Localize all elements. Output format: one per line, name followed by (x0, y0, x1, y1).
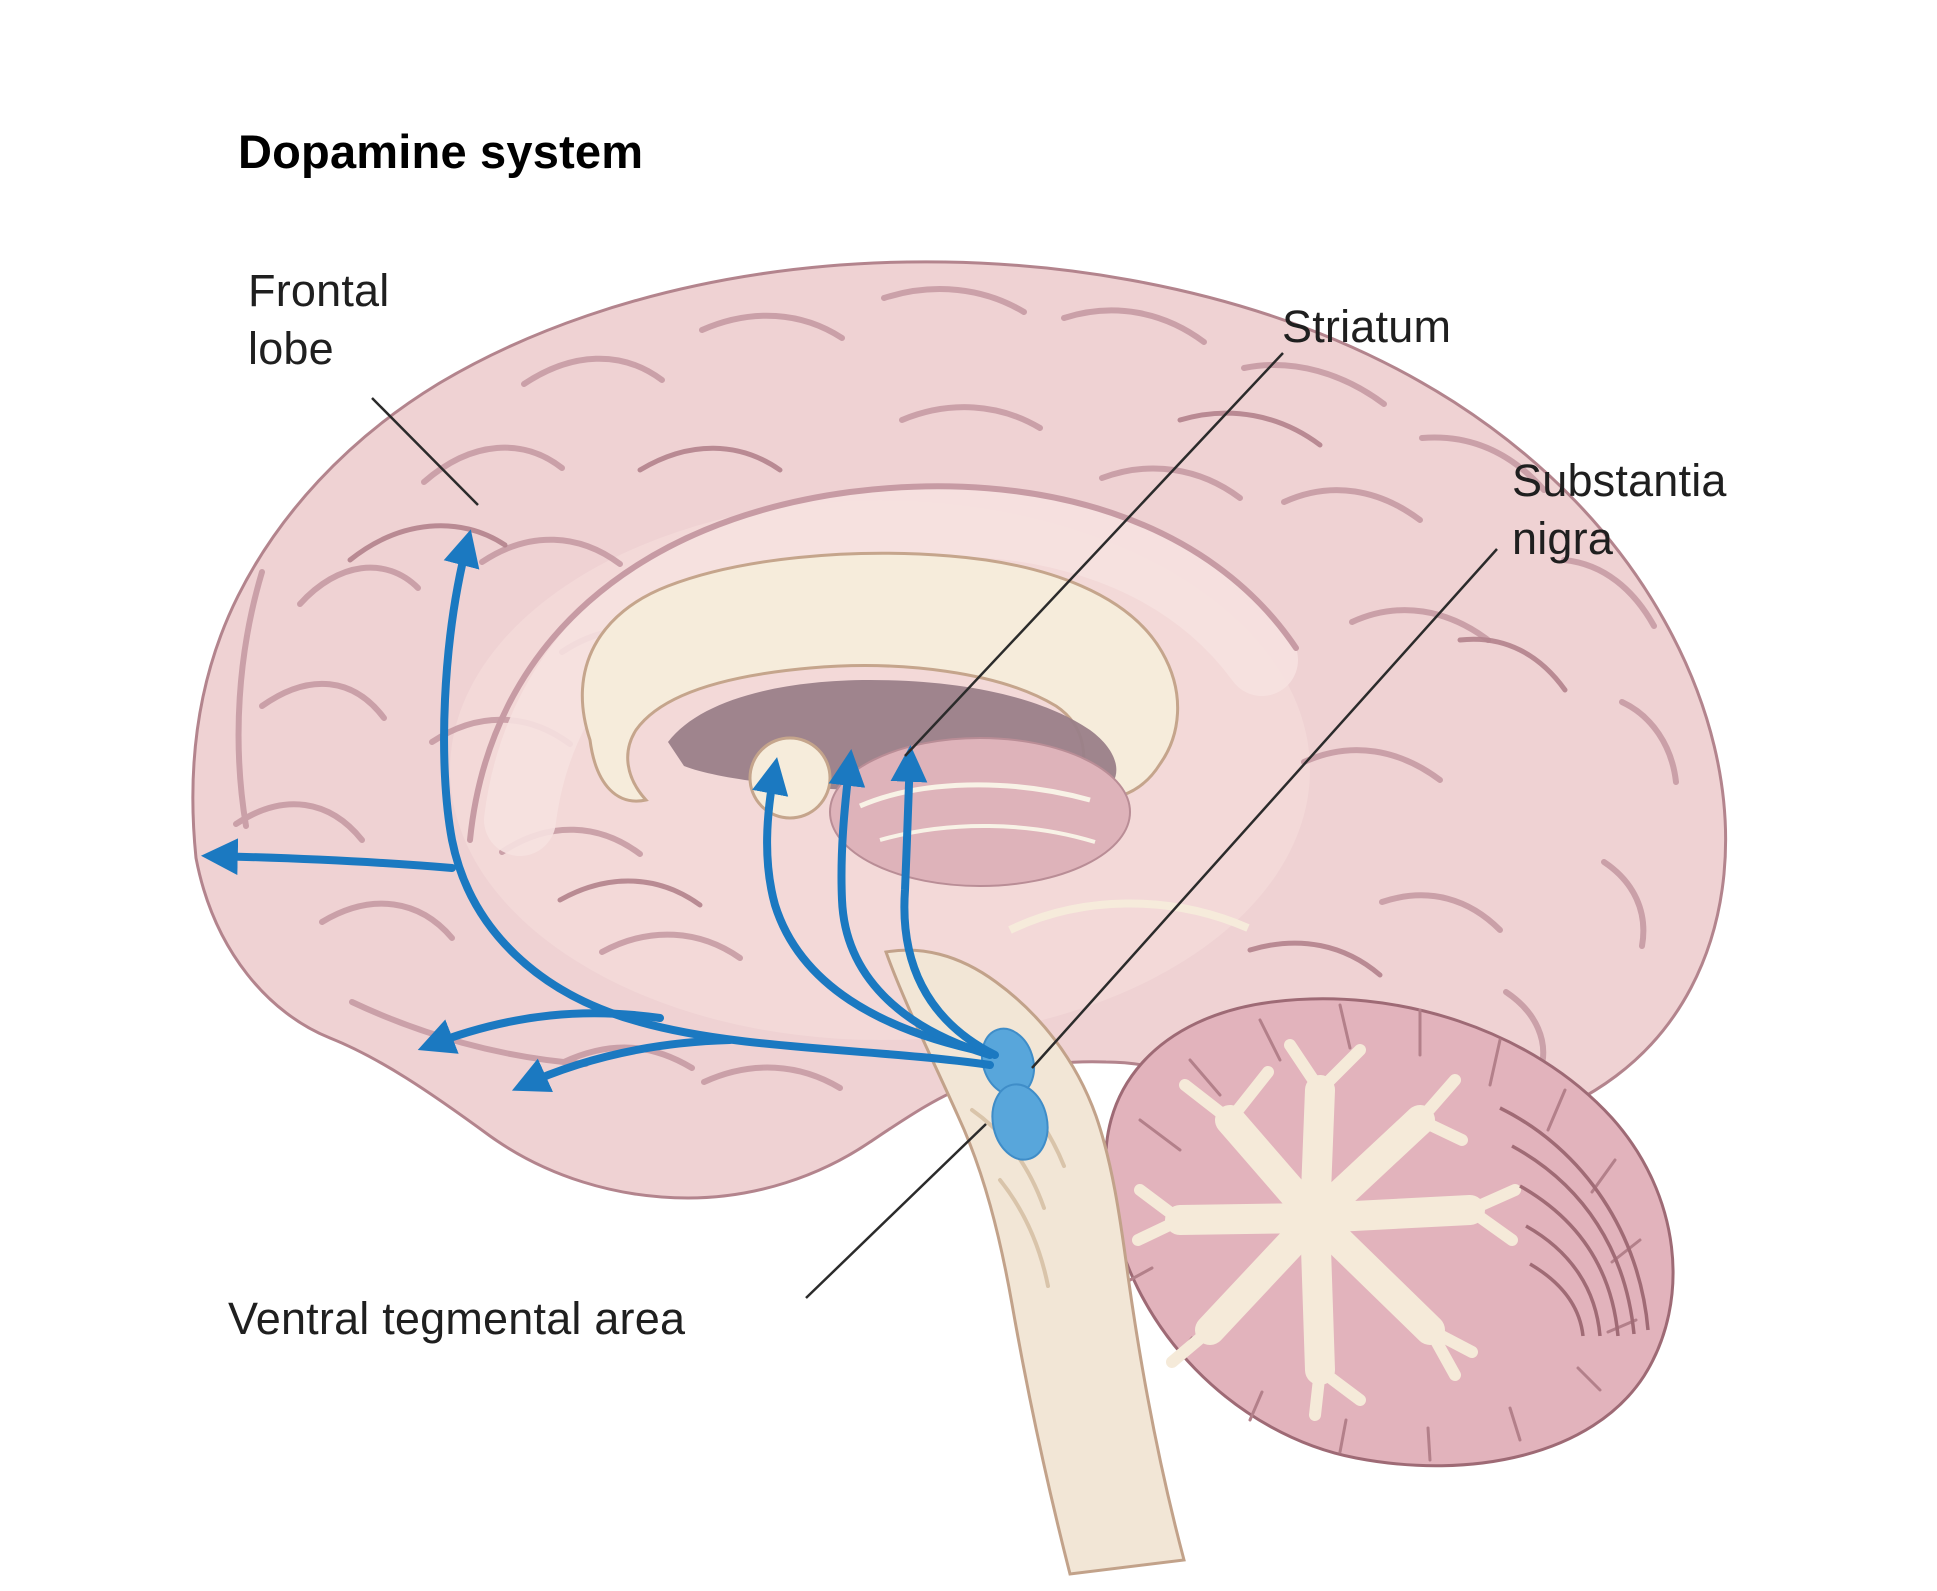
arbor-vitae (1132, 1039, 1521, 1421)
pathway-to-orbital-cortex-2 (511, 1036, 734, 1093)
ventral-tegmental-nucleus (991, 1083, 1049, 1161)
label-substantia-nigra: Substantia nigra (1512, 455, 1727, 564)
cerebellum (1104, 997, 1675, 1468)
vta-substantia-nigra-highlight (981, 1027, 1049, 1161)
substantia-nigra-leader-line (1031, 548, 1498, 1069)
striatum-leader-line (904, 352, 1284, 757)
frontal-lobe-leader-line (371, 397, 479, 506)
pathway-to-striatum-1 (752, 757, 989, 1056)
hippocampus-outline (1008, 899, 1250, 934)
ventral-tegmental-area-leader-line (805, 1123, 987, 1299)
label-ventral-tegmental-area: Ventral tegmental area (228, 1293, 686, 1344)
pathway-to-frontal-lobe (440, 529, 994, 1069)
cingulate-sulcus (467, 483, 1299, 843)
label-striatum: Striatum (1282, 301, 1452, 352)
thalamus-highlight (859, 782, 1091, 809)
pathway-to-striatum-2 (828, 749, 994, 1059)
pathway-to-orbital-cortex-1 (417, 1009, 664, 1054)
diagram-title: Dopamine system (238, 125, 644, 178)
cerebellum-lamellae (1499, 1106, 1650, 1337)
pathway-to-anterior-cortex (200, 838, 456, 876)
thalamus (829, 737, 1131, 887)
cortical-sulci-dark (347, 410, 1568, 978)
brainstem-body (883, 948, 1186, 1576)
cingulate-gyrus-band (484, 484, 1298, 856)
dopamine-pathways (200, 529, 999, 1093)
cerebellum-body (1104, 997, 1675, 1468)
anterior-commissure (748, 736, 832, 820)
pathway-to-striatum-3 (890, 744, 999, 1059)
label-frontal-lobe: Frontal lobe (248, 265, 390, 374)
label-leader-lines (371, 352, 1498, 1299)
